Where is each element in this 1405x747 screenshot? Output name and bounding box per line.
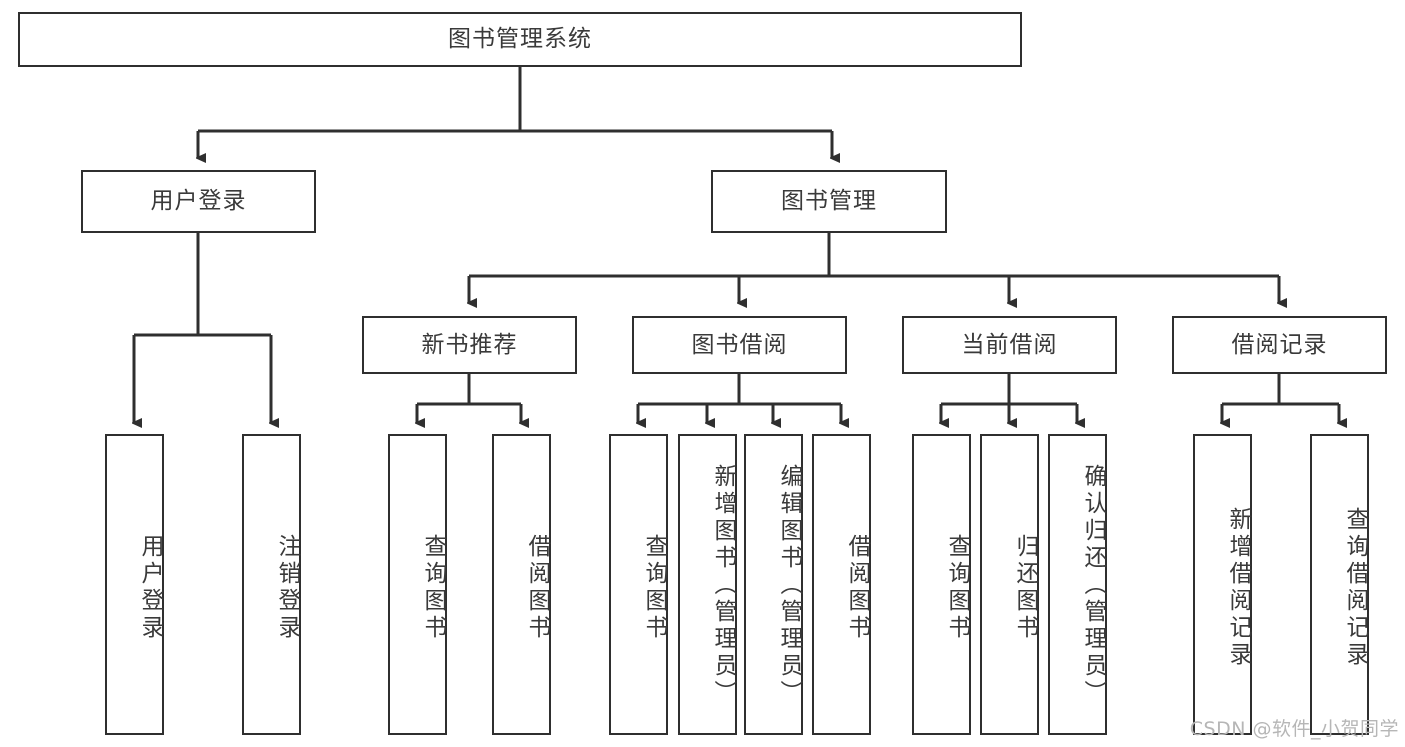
node-borrow-record[interactable]: 借阅记录 (1172, 316, 1387, 374)
leaf-book-borrow-query[interactable]: 查询图书 (609, 434, 668, 735)
node-book-borrow[interactable]: 图书借阅 (632, 316, 847, 374)
leaf-label: 查询图书 (420, 533, 446, 642)
leaf-current-borrow-confirm[interactable]: 确认归还（管理员） (1048, 434, 1107, 735)
leaf-label: 借阅图书 (524, 533, 550, 642)
node-book-management-label: 图书管理 (781, 188, 877, 215)
leaf-label: 借阅图书 (844, 533, 870, 642)
node-new-book-recommend[interactable]: 新书推荐 (362, 316, 577, 374)
leaf-label: 归还图书 (1012, 533, 1038, 642)
leaf-label: 查询图书 (641, 533, 667, 642)
node-current-borrow-label: 当前借阅 (961, 331, 1058, 358)
leaf-label: 确认归还（管理员） (1080, 464, 1106, 707)
leaf-current-borrow-return[interactable]: 归还图书 (980, 434, 1039, 735)
leaf-book-borrow-add[interactable]: 新增图书（管理员） (678, 434, 737, 735)
leaf-label: 编辑图书（管理员） (776, 464, 802, 707)
leaf-label: 注销登录 (274, 533, 300, 642)
leaf-borrow-record-add[interactable]: 新增借阅记录 (1193, 434, 1252, 735)
leaf-new-book-query[interactable]: 查询图书 (388, 434, 447, 735)
leaf-label: 用户登录 (137, 533, 163, 642)
leaf-new-book-borrow[interactable]: 借阅图书 (492, 434, 551, 735)
leaf-user-login-login[interactable]: 用户登录 (105, 434, 164, 735)
node-book-management[interactable]: 图书管理 (711, 170, 947, 233)
node-root[interactable]: 图书管理系统 (18, 12, 1022, 67)
leaf-current-borrow-query[interactable]: 查询图书 (912, 434, 971, 735)
leaf-label: 查询图书 (944, 533, 970, 642)
leaf-label: 新增借阅记录 (1225, 506, 1251, 669)
node-user-login[interactable]: 用户登录 (81, 170, 316, 233)
node-current-borrow[interactable]: 当前借阅 (902, 316, 1117, 374)
node-root-label: 图书管理系统 (448, 26, 592, 53)
node-new-book-recommend-label: 新书推荐 (421, 331, 518, 358)
leaf-book-borrow-edit[interactable]: 编辑图书（管理员） (744, 434, 803, 735)
leaf-label: 新增图书（管理员） (710, 464, 736, 707)
leaf-user-login-logout[interactable]: 注销登录 (242, 434, 301, 735)
node-book-borrow-label: 图书借阅 (691, 331, 788, 358)
leaf-book-borrow-borrow[interactable]: 借阅图书 (812, 434, 871, 735)
leaf-label: 查询借阅记录 (1342, 506, 1368, 669)
node-user-login-label: 用户登录 (150, 188, 247, 215)
leaf-borrow-record-query[interactable]: 查询借阅记录 (1310, 434, 1369, 735)
node-borrow-record-label: 借阅记录 (1231, 331, 1328, 358)
